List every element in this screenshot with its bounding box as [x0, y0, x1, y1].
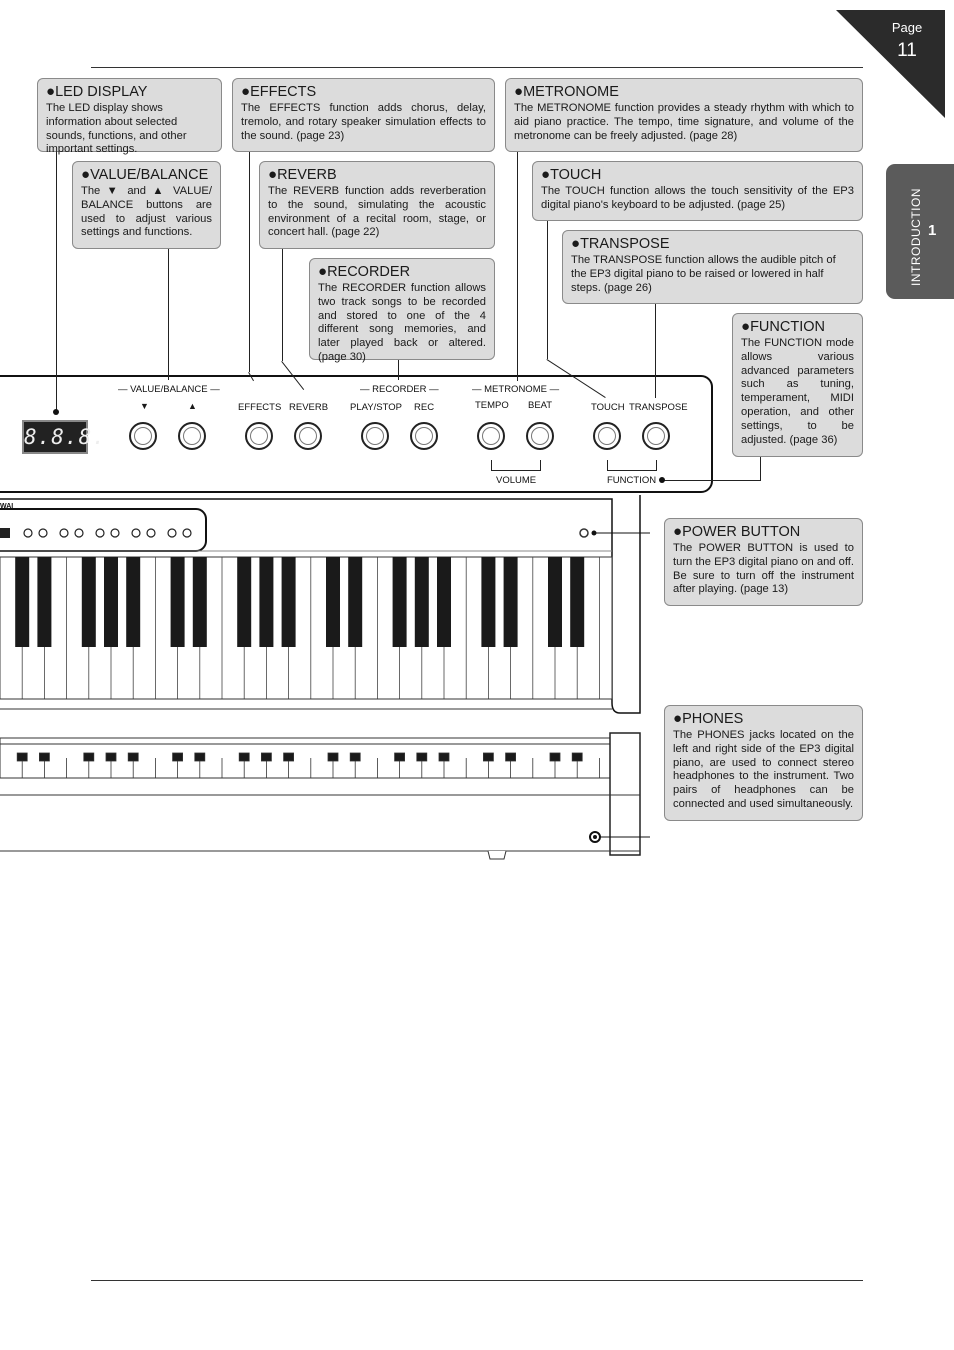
- leader-dot: [53, 409, 59, 415]
- transpose-label: TRANSPOSE: [629, 402, 688, 413]
- leader-line: [517, 152, 518, 381]
- value-up-button[interactable]: [178, 422, 206, 450]
- callout-title: PHONES: [682, 711, 744, 727]
- tempo-label: TEMPO: [475, 400, 509, 411]
- leader-line: [655, 304, 656, 398]
- callout-effects: ●EFFECTS The EFFECTS function adds choru…: [232, 78, 495, 152]
- transpose-button[interactable]: [642, 422, 670, 450]
- callout-touch: ●TOUCH The TOUCH function allows the tou…: [532, 161, 863, 221]
- function-bracket: [607, 460, 608, 470]
- function-label: FUNCTION: [607, 475, 657, 486]
- callout-body: The METRONOME function provides a steady…: [514, 102, 854, 142]
- callout-title: REVERB: [277, 167, 337, 183]
- callout-title: METRONOME: [523, 84, 619, 100]
- bullet-icon: ●: [673, 523, 683, 540]
- bullet-icon: ●: [514, 83, 524, 100]
- beat-label: BEAT: [528, 400, 553, 411]
- touch-label: TOUCH: [591, 402, 625, 413]
- callout-transpose: ●TRANSPOSE The TRANSPOSE function allows…: [562, 230, 863, 304]
- function-bracket: [656, 460, 657, 470]
- value-balance-group-label: — VALUE/BALANCE —: [118, 384, 220, 395]
- callout-body: The LED display shows information about …: [46, 102, 187, 156]
- touch-button[interactable]: [593, 422, 621, 450]
- leader-line: [168, 249, 169, 380]
- callout-body: The TRANSPOSE function allows the audibl…: [571, 254, 836, 294]
- up-arrow-icon: ▲: [188, 401, 197, 411]
- leader-line: [282, 249, 283, 361]
- bottom-rule: [91, 1280, 863, 1281]
- leader-line: [760, 457, 761, 481]
- callout-led-display: ●LED DISPLAY The LED display shows infor…: [37, 78, 222, 155]
- bullet-icon: ●: [318, 263, 328, 280]
- value-down-button[interactable]: [129, 422, 157, 450]
- tempo-button[interactable]: [477, 422, 505, 450]
- bullet-icon: ●: [46, 83, 56, 100]
- page-number: 11: [897, 40, 917, 61]
- callout-title: EFFECTS: [250, 84, 317, 100]
- leader-line: [547, 221, 548, 359]
- leader-line: [662, 480, 761, 481]
- volume-label: VOLUME: [496, 475, 537, 486]
- callout-body: The TOUCH function allows the touch sens…: [541, 185, 854, 211]
- page-label: Page: [891, 20, 923, 35]
- metronome-group-label: — METRONOME —: [472, 384, 560, 395]
- leader-line: [56, 152, 57, 412]
- callout-title: VALUE/BALANCE: [90, 167, 209, 183]
- callout-title: POWER BUTTON: [682, 524, 801, 540]
- callout-function: ●FUNCTION The FUNCTION mode allows vario…: [732, 313, 863, 457]
- function-bracket: [607, 470, 657, 471]
- callout-title: TOUCH: [550, 167, 602, 183]
- volume-bracket: [491, 460, 492, 470]
- callout-value-balance: ●VALUE/BALANCE The ▼ and ▲ VALUE/ BALANC…: [72, 161, 221, 249]
- leader-line: [398, 360, 399, 380]
- rec-label: REC: [414, 402, 435, 413]
- chapter-tab: [886, 164, 954, 299]
- bullet-icon: ●: [571, 235, 581, 252]
- bullet-icon: ●: [673, 710, 683, 727]
- callout-title: FUNCTION: [750, 319, 825, 335]
- callout-title: TRANSPOSE: [580, 236, 670, 252]
- callout-body: The FUNCTION mode allows various advance…: [741, 337, 854, 446]
- callout-power-button: ●POWER BUTTON The POWER BUTTON is used t…: [664, 518, 863, 606]
- recorder-group-label: — RECORDER —: [360, 384, 439, 395]
- down-arrow-icon: ▼: [140, 401, 149, 411]
- bullet-icon: ●: [241, 83, 251, 100]
- brand-fragment: WAI: [0, 503, 14, 510]
- effects-label: EFFECTS: [238, 402, 282, 413]
- bullet-icon: ●: [541, 166, 551, 183]
- led-display: 8.8.8.: [22, 420, 105, 454]
- leader-dot: [659, 477, 665, 483]
- callout-body: The EFFECTS function adds chorus, delay,…: [241, 102, 486, 142]
- callout-body: The POWER BUTTON is used to turn the EP3…: [673, 542, 854, 596]
- play-stop-button[interactable]: [361, 422, 389, 450]
- volume-bracket: [540, 460, 541, 470]
- bullet-icon: ●: [81, 166, 91, 183]
- leader-line: [249, 152, 250, 372]
- chapter-name: INTRODUCTION: [909, 188, 923, 286]
- callout-title: LED DISPLAY: [55, 84, 148, 100]
- volume-bracket: [491, 470, 541, 471]
- beat-button[interactable]: [526, 422, 554, 450]
- callout-metronome: ●METRONOME The METRONOME function provid…: [505, 78, 863, 152]
- callout-body: The ▼ and ▲ VALUE/ BALANCE buttons are u…: [81, 185, 212, 239]
- rec-button[interactable]: [410, 422, 438, 450]
- bullet-icon: ●: [268, 166, 278, 183]
- callout-body: The REVERB function adds reverberation t…: [268, 185, 486, 239]
- reverb-button[interactable]: [294, 422, 322, 450]
- callout-phones: ●PHONES The PHONES jacks located on the …: [664, 705, 863, 821]
- callout-recorder: ●RECORDER The RECORDER function allows t…: [309, 258, 495, 363]
- top-rule: [91, 67, 863, 68]
- callout-reverb: ●REVERB The REVERB function adds reverbe…: [259, 161, 495, 249]
- reverb-label: REVERB: [289, 402, 329, 413]
- effects-button[interactable]: [245, 422, 273, 450]
- callout-body: The RECORDER function allows two track s…: [318, 282, 486, 363]
- chapter-number: 1: [928, 222, 937, 239]
- callout-body: The PHONES jacks located on the left and…: [673, 729, 854, 810]
- bullet-icon: ●: [741, 318, 751, 335]
- play-stop-label: PLAY/STOP: [350, 402, 402, 413]
- callout-title: RECORDER: [327, 264, 411, 280]
- piano-illustration: [0, 495, 650, 860]
